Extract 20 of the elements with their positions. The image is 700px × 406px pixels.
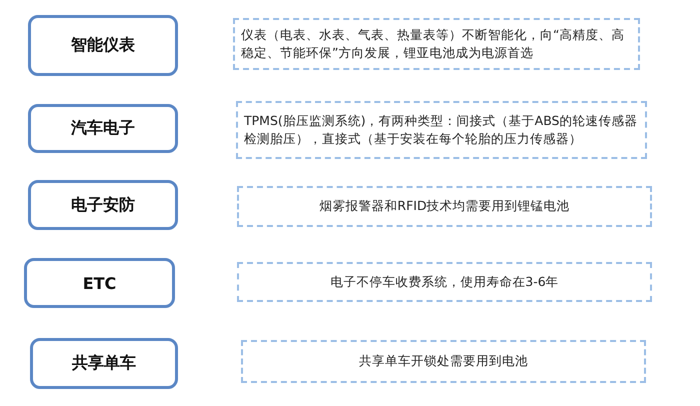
description-box (233, 18, 640, 70)
category-box (28, 180, 178, 230)
category-box (28, 104, 178, 153)
category-box (24, 258, 175, 308)
description-text: 仪表（电表、水表、气表、热量表等）不断智能化，向“高精度、高稳定、节能环保”方向发展，锂亚电池成为电源首选 (241, 26, 626, 62)
description-box (236, 101, 647, 159)
description-text: 共享单车开锁处需要用到电池 (359, 352, 528, 370)
description-text: 烟雾报警器和RFID技术均需要用到锂锰电池 (319, 197, 570, 216)
category-label: 共享单车 (72, 353, 136, 374)
category-box (30, 338, 178, 389)
description-text: TPMS(胎压监测系统)，有两种类型：间接式（基于ABS的轮速传感器检测胎压），直接式（基于安装在每个轮胎的压力传感器） (244, 112, 638, 148)
category-label: 智能仪表 (71, 35, 135, 56)
description-text: 电子不停车收费系统，使用寿命在3-6年 (330, 272, 559, 291)
description-box (237, 262, 652, 302)
description-box (241, 340, 646, 383)
category-label: 汽车电子 (71, 118, 135, 139)
category-label: 电子安防 (71, 194, 135, 216)
description-box (237, 186, 652, 227)
category-box (28, 15, 178, 76)
category-label: ETC (82, 274, 116, 292)
